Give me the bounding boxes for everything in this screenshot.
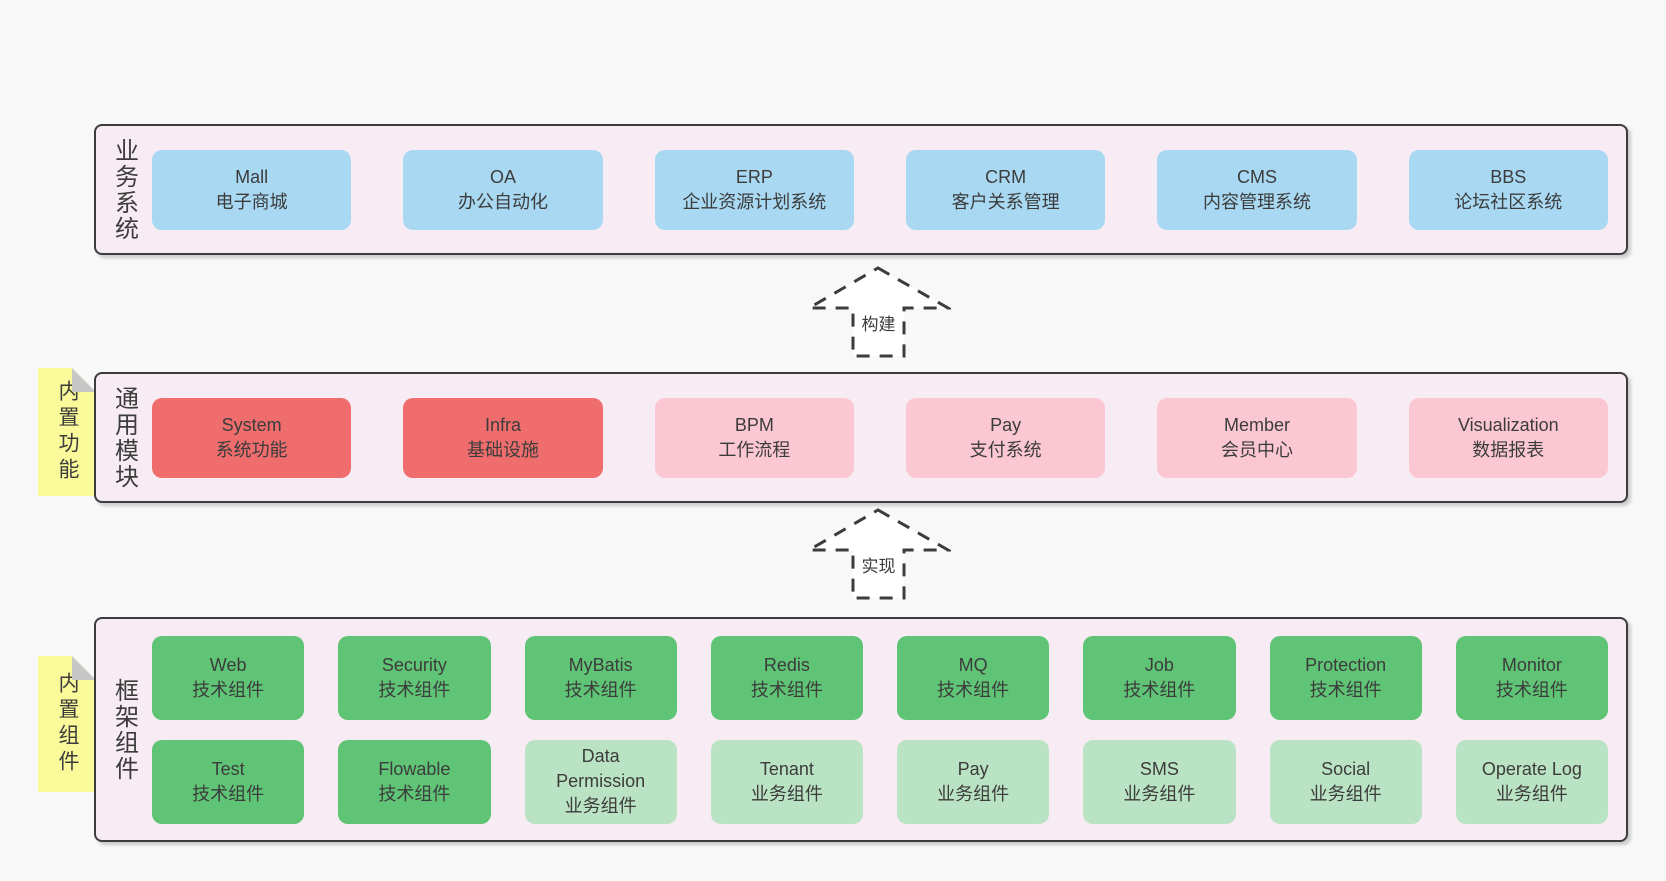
framework-components-label: 框架组件 bbox=[110, 677, 138, 782]
box-operate-log: Operate Log 业务组件 bbox=[1455, 739, 1608, 824]
box-pay-component: Pay 业务组件 bbox=[897, 739, 1050, 824]
box-crm: CRM 客户关系管理 bbox=[905, 149, 1106, 230]
box-visualization: Visualization 数据报表 bbox=[1408, 397, 1608, 478]
framework-components-rows: Web 技术组件 Security 技术组件 MyBatis 技术组件 Redi… bbox=[152, 619, 1626, 840]
box-job: Job 技术组件 bbox=[1083, 635, 1236, 720]
implement-arrow: 实现 bbox=[806, 508, 951, 600]
note-fold-icon bbox=[72, 368, 96, 392]
common-modules-row: System 系统功能 Infra 基础设施 BPM 工作流程 Pay 支付系统… bbox=[152, 374, 1626, 501]
build-arrow-label: 构建 bbox=[861, 315, 896, 334]
box-data-permission: Data Permission 业务组件 bbox=[524, 739, 677, 824]
business-systems-row: Mall 电子商城 OA 办公自动化 ERP 企业资源计划系统 CRM 客户关系… bbox=[152, 126, 1626, 253]
business-systems-label: 业务系统 bbox=[110, 137, 138, 242]
built-in-features-note-label: 内置功能 bbox=[56, 380, 79, 484]
box-oa: OA 办公自动化 bbox=[403, 149, 603, 230]
box-cms: CMS 内容管理系统 bbox=[1157, 149, 1357, 230]
box-sms: SMS 业务组件 bbox=[1083, 739, 1236, 824]
box-test: Test 技术组件 bbox=[152, 739, 305, 824]
box-bbs: BBS 论坛社区系统 bbox=[1408, 149, 1608, 230]
built-in-components-note-label: 内置组件 bbox=[56, 672, 79, 776]
common-modules-label: 通用模块 bbox=[110, 385, 138, 490]
box-erp: ERP 企业资源计划系统 bbox=[654, 149, 854, 230]
box-bpm: BPM 工作流程 bbox=[654, 397, 854, 478]
framework-components-section: 框架组件 Web 技术组件 Security 技术组件 MyBatis 技术组件… bbox=[94, 617, 1628, 842]
business-systems-section: 业务系统 Mall 电子商城 OA 办公自动化 ERP 企业资源计划系统 CRM… bbox=[94, 124, 1628, 255]
built-in-components-note: 内置组件 bbox=[38, 656, 96, 792]
box-protection: Protection 技术组件 bbox=[1269, 635, 1422, 720]
box-security: Security 技术组件 bbox=[338, 635, 491, 720]
built-in-features-note: 内置功能 bbox=[38, 368, 96, 496]
box-mq: MQ 技术组件 bbox=[897, 635, 1050, 720]
box-member: Member 会员中心 bbox=[1157, 397, 1357, 478]
note-fold-icon bbox=[72, 656, 96, 680]
common-modules-section: 通用模块 System 系统功能 Infra 基础设施 BPM 工作流程 Pay… bbox=[94, 372, 1628, 503]
box-system: System 系统功能 bbox=[152, 397, 352, 478]
box-pay-module: Pay 支付系统 bbox=[905, 397, 1106, 478]
box-infra: Infra 基础设施 bbox=[403, 397, 603, 478]
tech-components-row: Web 技术组件 Security 技术组件 MyBatis 技术组件 Redi… bbox=[152, 635, 1608, 720]
box-monitor: Monitor 技术组件 bbox=[1455, 635, 1608, 720]
up-arrow-icon bbox=[806, 508, 951, 600]
box-web: Web 技术组件 bbox=[152, 635, 305, 720]
box-mybatis: MyBatis 技术组件 bbox=[524, 635, 677, 720]
business-components-row: Test 技术组件 Flowable 技术组件 Data Permission … bbox=[152, 739, 1608, 824]
up-arrow-icon bbox=[806, 266, 951, 358]
implement-arrow-label: 实现 bbox=[861, 557, 896, 576]
box-tenant: Tenant 业务组件 bbox=[710, 739, 863, 824]
box-flowable: Flowable 技术组件 bbox=[338, 739, 491, 824]
box-mall: Mall 电子商城 bbox=[152, 149, 352, 230]
build-arrow: 构建 bbox=[806, 266, 951, 358]
box-social: Social 业务组件 bbox=[1269, 739, 1422, 824]
box-redis: Redis 技术组件 bbox=[710, 635, 863, 720]
